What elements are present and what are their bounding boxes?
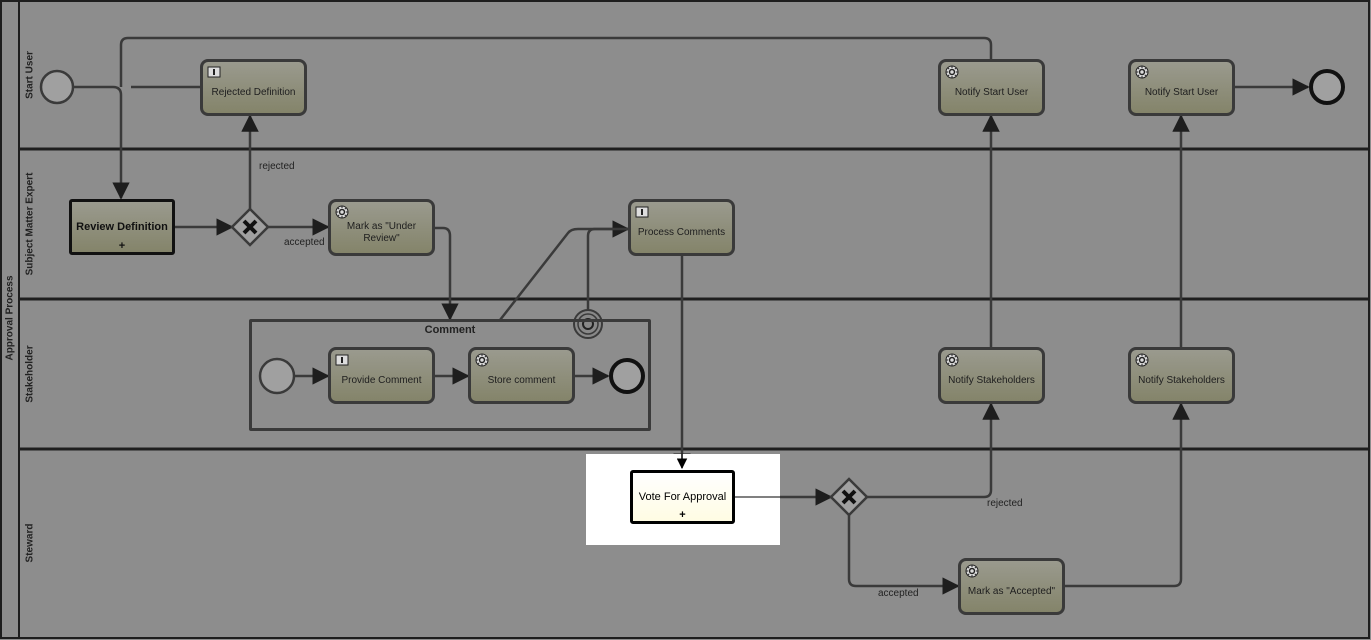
service-task-gear-icon: [945, 353, 959, 367]
notify-start-user-task-1[interactable]: Notify Start User: [938, 59, 1045, 116]
mark-under-review-task[interactable]: Mark as "Under Review": [328, 199, 435, 256]
task-label: Store comment: [487, 374, 556, 386]
store-comment-task[interactable]: Store comment: [468, 347, 575, 404]
lane-label-stakeholder: Stakeholder: [24, 345, 36, 403]
flow-accepted-to-stakeholders: [1064, 402, 1190, 588]
lane-label-steward: Steward: [24, 523, 36, 563]
task-label: Process Comments: [637, 226, 726, 238]
task-label: Vote For Approval: [638, 491, 727, 503]
exclusive-gateway-1: [230, 207, 270, 247]
flow-gateway2-rejected: [867, 402, 1000, 499]
service-task-gear-icon: [335, 205, 349, 219]
end-event: [1309, 69, 1345, 105]
notify-start-user-task-2[interactable]: Notify Start User: [1128, 59, 1235, 116]
flow-boundary-to-process: [586, 227, 628, 311]
pool-label: Approval Process: [4, 275, 16, 361]
vote-for-approval-call-activity[interactable]: Vote For Approval +: [630, 470, 735, 524]
notify-stakeholders-task-1[interactable]: Notify Stakeholders: [938, 347, 1045, 404]
user-task-icon: [635, 206, 649, 218]
subprocess-end-event: [609, 358, 645, 394]
service-task-gear-icon: [945, 65, 959, 79]
edge-label-accepted-2: accepted: [878, 588, 919, 599]
task-label: Notify Stakeholders: [1138, 374, 1225, 386]
service-task-gear-icon: [1135, 353, 1149, 367]
collapsed-marker-icon: +: [118, 240, 126, 252]
task-label: Notify Start User: [1144, 86, 1219, 98]
provide-comment-task[interactable]: Provide Comment: [328, 347, 435, 404]
service-task-gear-icon: [1135, 65, 1149, 79]
rejected-definition-task[interactable]: Rejected Definition: [200, 59, 307, 116]
flow-gateway2-accepted: [847, 515, 960, 595]
subprocess-title: Comment: [424, 324, 476, 336]
subprocess-start-event: [258, 357, 296, 395]
service-task-gear-icon: [475, 353, 489, 367]
edge-label-accepted-1: accepted: [284, 237, 325, 248]
user-task-icon: [335, 354, 349, 366]
start-event: [39, 69, 75, 105]
task-label: Provide Comment: [341, 374, 422, 386]
lane-label-subject-matter-expert: Subject Matter Expert: [24, 172, 36, 276]
service-task-gear-icon: [965, 564, 979, 578]
comment-subprocess[interactable]: Comment: [249, 319, 651, 431]
notify-stakeholders-task-2[interactable]: Notify Stakeholders: [1128, 347, 1235, 404]
flow-under-review-to-comment: [434, 226, 459, 321]
task-label: Mark as "Under Review": [346, 220, 417, 244]
user-task-icon: [207, 66, 221, 78]
edge-label-rejected-1: rejected: [259, 161, 295, 172]
task-label: Notify Stakeholders: [948, 374, 1035, 386]
process-comments-task[interactable]: Process Comments: [628, 199, 735, 256]
flow-loop-top: [119, 36, 993, 87]
mark-accepted-task[interactable]: Mark as "Accepted": [958, 558, 1065, 615]
task-label: Notify Start User: [954, 86, 1029, 98]
flow-start-to-review: [74, 85, 130, 200]
collapsed-marker-icon: +: [679, 509, 686, 521]
edge-label-rejected-2: rejected: [987, 498, 1023, 509]
flow-comment-to-process: [499, 220, 630, 321]
task-label: Rejected Definition: [211, 86, 296, 98]
task-label: Review Definition: [76, 221, 168, 233]
task-label: Mark as "Accepted": [967, 585, 1056, 597]
lane-label-start-user: Start User: [24, 51, 36, 99]
review-definition-call-activity[interactable]: Review Definition +: [69, 199, 175, 255]
exclusive-gateway-2: [829, 477, 869, 517]
